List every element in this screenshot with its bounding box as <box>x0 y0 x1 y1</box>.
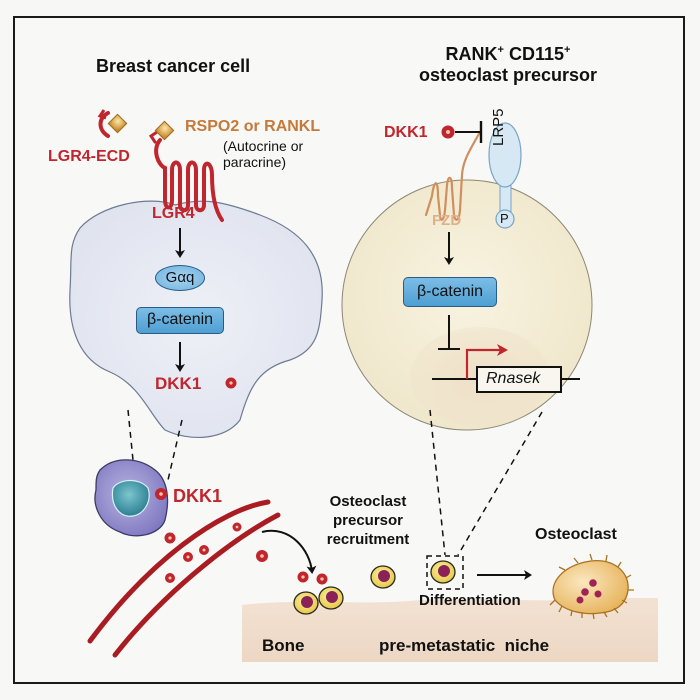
dkk1-dot-icon <box>165 573 175 583</box>
dkk1-inhibitor-label: DKK1 <box>384 124 428 141</box>
title-cd115: CD115 <box>503 44 565 64</box>
title-sup: + <box>497 44 504 56</box>
title-osteoclast-precursor: osteoclast precursor <box>418 65 598 85</box>
cancer-cell-title: Breast cancer cell <box>96 56 251 76</box>
title-rank: RANK <box>445 44 498 64</box>
dkk1-dot-icon <box>256 550 268 562</box>
ligand-note-line: (Autocrine or <box>223 138 304 154</box>
precursor-cell-icon <box>318 586 344 610</box>
dkk1-dot-icon <box>155 488 167 500</box>
dkk1-secreted-label: DKK1 <box>173 486 223 506</box>
blood-vessel <box>87 499 281 658</box>
title-sup: + <box>564 44 571 56</box>
fzd-label: FZD <box>432 212 462 229</box>
ligand-label: RSPO2 or RANKL <box>185 118 321 135</box>
lrp5-label: LRP5 <box>490 108 507 146</box>
osteoclast-label: Osteoclast <box>535 526 617 543</box>
beta-catenin-node-cancer: β-catenin <box>136 307 224 334</box>
recruitment-arrow <box>261 529 317 574</box>
precursor-cell-icon <box>370 565 396 589</box>
fzd-receptor-icon <box>424 130 482 221</box>
niche-label: pre-metastatic niche <box>379 636 550 655</box>
recruitment-line: recruitment <box>326 531 410 548</box>
dkk1-output-label: DKK1 <box>155 374 202 393</box>
recruitment-line: Osteoclast <box>329 493 407 510</box>
dkk1-dot-icon <box>199 545 209 555</box>
lgr4-receptor-icon <box>148 130 224 222</box>
differentiation-label: Differentiation <box>419 592 521 609</box>
precursor-cells <box>293 560 456 615</box>
lrp5-coreceptor-icon <box>488 122 522 229</box>
dkk1-dot-icon <box>164 532 176 544</box>
bone-surface <box>242 598 658 662</box>
catenin-inhibits-rnasek <box>438 315 460 350</box>
dkk1-dot-icon <box>232 522 242 532</box>
rnasek-gene-label: Rnasek <box>486 370 541 387</box>
zoom-line <box>429 409 446 556</box>
beta-catenin-node-precursor: β-catenin <box>403 277 497 307</box>
dkk1-protein-icon <box>225 377 237 389</box>
bone-label: Bone <box>262 636 305 655</box>
recruitment-line: precursor <box>332 512 404 529</box>
selected-precursor-box <box>426 555 464 590</box>
phospho-label: P <box>500 211 509 226</box>
precursor-cell-icon <box>293 591 319 615</box>
lgr4-ecd-decoy-icon <box>97 109 128 138</box>
lgr4-ecd-label: LGR4-ECD <box>48 148 130 165</box>
ligand-note: (Autocrine or paracrine) <box>223 138 303 170</box>
dkk1-dot-icon <box>316 573 328 585</box>
tumor-cell-icon <box>94 459 169 537</box>
lgr4-label: LGR4 <box>152 205 195 222</box>
dkk1-dot-icon <box>183 552 193 562</box>
precursor-cell-icon <box>430 560 456 584</box>
gaq-node: Gαq <box>155 265 205 291</box>
recruitment-label: Osteoclast precursor recruitment <box>318 492 418 549</box>
rnasek-gene-box <box>476 366 562 393</box>
transcription-start-arrow-icon <box>465 344 508 379</box>
zoom-line <box>457 411 543 556</box>
ligand-note-line: paracrine) <box>223 154 287 170</box>
dkk1-secreted-dots <box>155 488 328 585</box>
dkk1-dot-icon <box>297 571 309 583</box>
osteoclast-icon <box>549 553 634 620</box>
rspo2-rankl-ligand-icon <box>154 120 175 141</box>
precursor-cell-title: RANK+ CD115+ osteoclast precursor <box>408 40 608 86</box>
dkk1-inhibitor-icon <box>441 121 483 143</box>
